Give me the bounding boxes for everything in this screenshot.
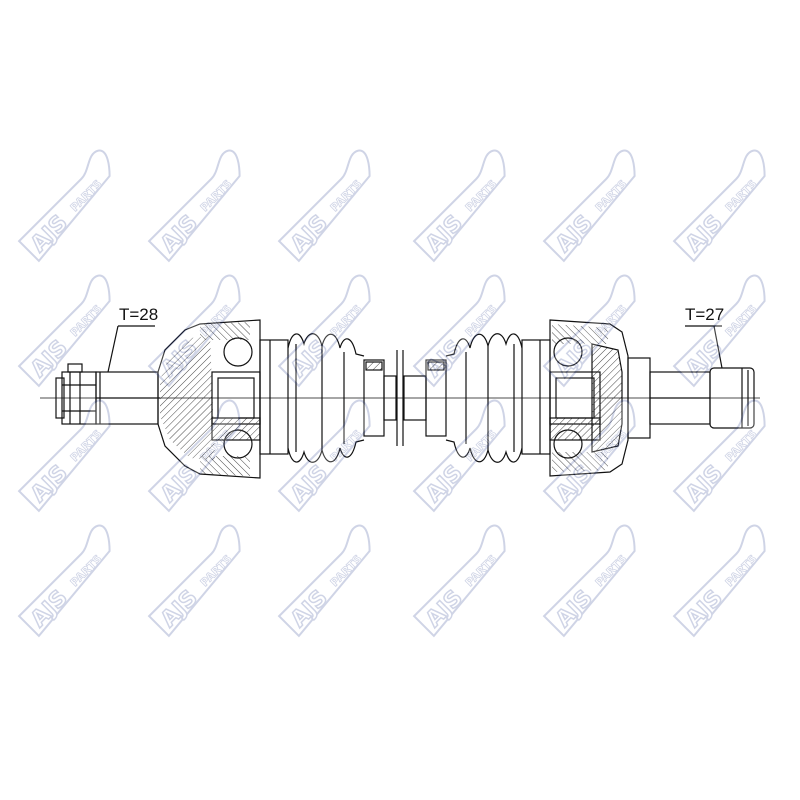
watermark-badge-shape	[412, 149, 506, 263]
right-boot	[425, 333, 523, 463]
watermark-badge-shape	[412, 274, 506, 388]
watermark-badge-shape	[277, 524, 371, 638]
watermark-badge-shape	[542, 399, 636, 513]
watermark-badge-shape	[277, 149, 371, 263]
right-stub	[627, 357, 755, 439]
watermark-badge-shape	[277, 274, 371, 388]
right-cv-housing	[521, 319, 629, 477]
watermark-badge-shape	[17, 524, 111, 638]
watermark-badge-shape	[17, 274, 111, 388]
watermark-badge-shape	[672, 274, 766, 388]
watermark-badge-shape	[542, 274, 636, 388]
watermark-badge-shape	[672, 524, 766, 638]
watermark-badge-shape	[147, 274, 241, 388]
label-leaders	[107, 325, 723, 373]
watermark-badge-shape	[147, 524, 241, 638]
shaft-assembly	[40, 319, 760, 479]
watermark-badge-shape	[412, 399, 506, 513]
watermark-badge-shape	[672, 149, 766, 263]
watermark-badge-shape	[17, 149, 111, 263]
left-cv-housing	[157, 319, 289, 479]
watermark-badge-shape	[542, 524, 636, 638]
watermark-badge-shape	[147, 149, 241, 263]
left-shaft	[383, 375, 397, 421]
break-marks	[396, 350, 404, 446]
watermark-badge-shape	[277, 399, 371, 513]
watermark-badge-shape	[412, 524, 506, 638]
watermark-badge-shape	[672, 399, 766, 513]
watermark-badge-shape	[147, 399, 241, 513]
left-boot	[287, 333, 385, 463]
left-teeth-label: T=28	[119, 305, 158, 324]
right-teeth-label: T=27	[685, 305, 724, 324]
watermark-badge-shape	[542, 149, 636, 263]
watermark-badge-shape	[17, 399, 111, 513]
left-stub-nut	[55, 363, 97, 425]
